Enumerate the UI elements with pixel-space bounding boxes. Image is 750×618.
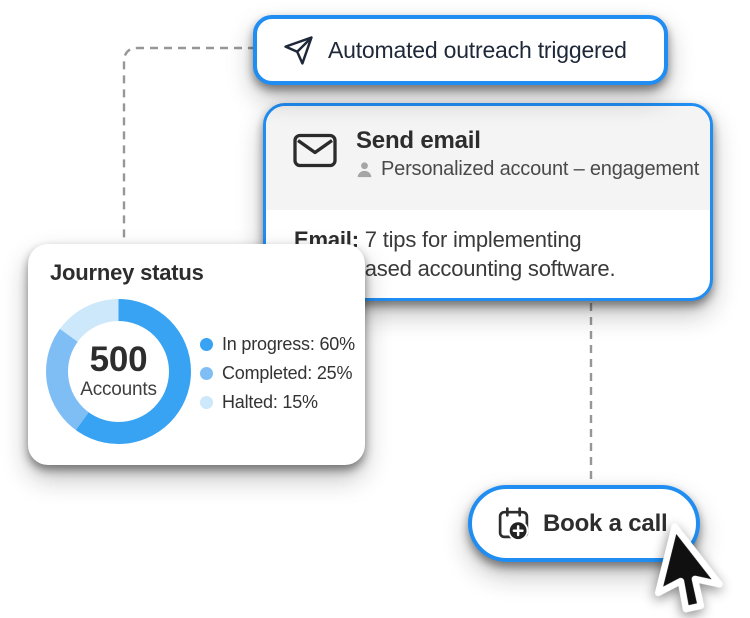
email-card-header: Send email Personalized account – engage… [266,106,710,210]
legend-row-halted: Halted: 15% [200,392,355,413]
email-card-subtitle: Personalized account – engagement [381,157,700,180]
donut-center: 500 Accounts [68,321,169,422]
journey-status-card: Journey status 500 Accounts In progress:… [28,244,365,465]
automated-outreach-pill[interactable]: Automated outreach triggered [253,15,668,85]
envelope-icon [293,133,337,210]
send-icon [283,35,314,66]
email-card-title: Send email [356,127,481,154]
legend-dot [200,396,213,409]
book-a-call-button[interactable]: Book a call [468,485,700,562]
journey-card-title: Journey status [50,260,204,285]
trigger-pill-label: Automated outreach triggered [328,36,627,63]
legend-row-in-progress: In progress: 60% [200,334,355,355]
legend-row-completed: Completed: 25% [200,363,355,384]
email-card-body: Email: 7 tips for implementing cloud-bas… [266,210,674,284]
person-icon [356,161,373,178]
donut-chart: 500 Accounts [46,299,191,444]
connector-trigger-to-journey [122,46,256,243]
donut-center-value: 500 [89,340,148,379]
legend-label: Completed: 25% [222,363,353,383]
cta-button-label: Book a call [543,509,668,537]
calendar-add-icon [496,506,531,541]
donut-center-label: Accounts [80,379,157,400]
mouse-cursor-icon [654,523,723,613]
legend-dot [200,338,213,351]
legend-label: In progress: 60% [222,334,355,354]
legend-label: Halted: 15% [222,392,318,412]
chart-legend: In progress: 60% Completed: 25% Halted: … [200,334,355,413]
legend-dot [200,367,213,380]
